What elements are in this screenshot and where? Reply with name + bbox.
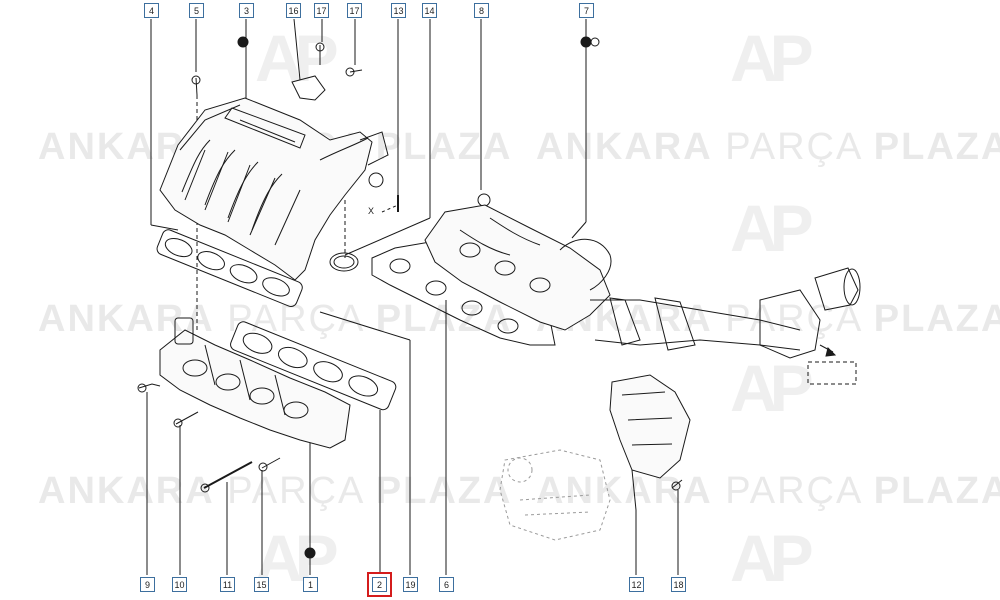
callout-6[interactable]: 6 [439,577,454,592]
watermark-text: ANKARA PARÇA PLAZA [38,470,513,512]
watermark-logo: AP [255,21,339,95]
callout-18[interactable]: 18 [671,577,686,592]
callout-16[interactable]: 16 [286,3,301,18]
watermark-logo: AP [730,21,814,95]
watermark-logo: AP [730,351,814,425]
callout-7[interactable]: 7 [579,3,594,18]
callout-8[interactable]: 8 [474,3,489,18]
callout-9[interactable]: 9 [140,577,155,592]
callout-13[interactable]: 13 [391,3,406,18]
callout-12[interactable]: 12 [629,577,644,592]
callout-1[interactable]: 1 [303,577,318,592]
callout-5[interactable]: 5 [189,3,204,18]
callout-17-b[interactable]: 17 [347,3,362,18]
callout-2-selected[interactable]: 2 [367,572,392,597]
x-mark: X [368,206,375,216]
watermark-logo: AP [730,521,814,595]
callout-10[interactable]: 10 [172,577,187,592]
callout-14[interactable]: 14 [422,3,437,18]
watermark-logo: AP [730,191,814,265]
callout-19[interactable]: 19 [403,577,418,592]
watermark-text: ANKARA PARÇA PLAZA [536,470,1000,512]
callout-15[interactable]: 15 [254,577,269,592]
callout-4[interactable]: 4 [144,3,159,18]
callout-3[interactable]: 3 [239,3,254,18]
watermark-text: ANKARA PARÇA PLAZA [536,126,1000,168]
callout-11[interactable]: 11 [220,577,235,592]
callout-17[interactable]: 17 [314,3,329,18]
